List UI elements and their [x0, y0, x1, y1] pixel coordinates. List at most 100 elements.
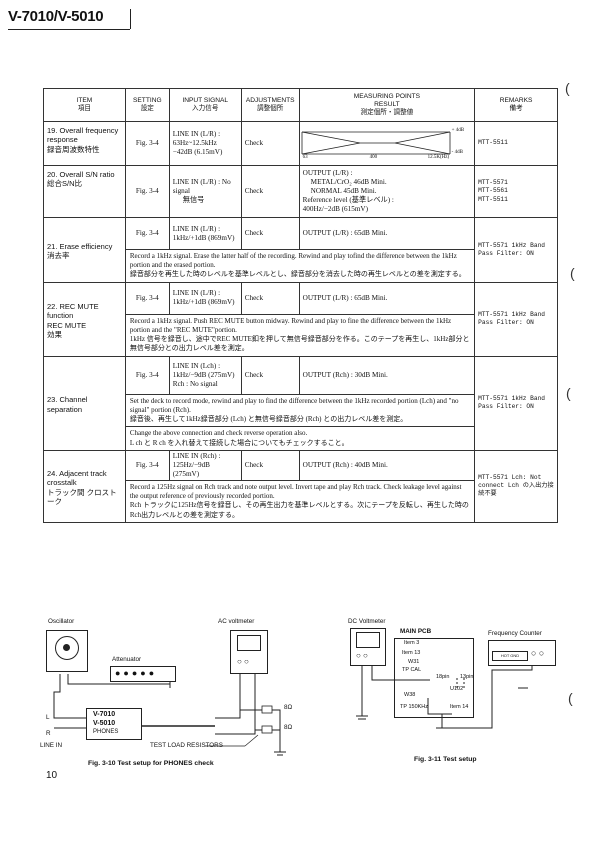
item-cell: 23. Channel separation: [43, 355, 126, 451]
u102-label: U102: [450, 686, 464, 692]
adjust-cell: Check: [240, 165, 300, 218]
title-bar: [130, 9, 131, 29]
ac-voltmeter-label: AC voltmeter: [218, 618, 255, 625]
remarks-cell: MTT-5511: [474, 121, 558, 166]
r-label: R: [46, 730, 51, 737]
attenuator-knobs-icon: ●●●●●: [115, 668, 158, 678]
adjust-cell: Check: [240, 281, 300, 315]
input-cell: LINE IN (L/R) : 1kHz/+1dB (869mV): [168, 281, 242, 315]
item3-label: Item 3: [404, 640, 420, 646]
deck-model-1: V-7010: [93, 711, 116, 718]
input-cell: LINE IN (L/R) : 63Hz~12.5kHz −42dB (6.15…: [168, 121, 242, 166]
margin-mark: (: [570, 265, 575, 281]
pin13-label: 13pin: [460, 674, 474, 680]
measure-cell: OUTPUT (L/R) : METAL/CrO₂ 46dB Mini. NOR…: [298, 165, 476, 218]
page-number: 10: [46, 770, 58, 781]
graph-plus-label: + 4dB: [451, 127, 465, 133]
setting-cell: Fig. 3-4: [124, 165, 170, 218]
test-load-label: TEST LOAD RESISTORS: [150, 742, 223, 749]
description-cell: Record a 125Hz signal on Rch track and n…: [124, 479, 476, 523]
oscillator-label: Oscillator: [48, 618, 75, 625]
oscillator-box: [46, 630, 88, 672]
setting-cell: Fig. 3-4: [124, 355, 170, 395]
remarks-cell: MTT-5571 1kHz Band Pass Filter: ON: [474, 217, 558, 283]
input-cell: LINE IN (L/R) : 1kHz/+1dB (869mV): [168, 217, 242, 250]
frequency-response-graph: + 4dB - 4dB 63 400 12.5K(Hz): [300, 126, 474, 162]
deck-model-2: V-5010: [93, 720, 116, 727]
table-row-desc: Record a 125Hz signal on Rch track and n…: [44, 479, 558, 523]
phones-label: PHONES: [93, 729, 119, 735]
line-in-label: LINE IN: [40, 742, 63, 749]
setting-cell: Fig. 3-4: [124, 121, 170, 166]
pin18-label: 18pin: [436, 674, 450, 680]
margin-mark: (: [566, 385, 571, 401]
counter-terminals-icon: ○ ○: [531, 648, 545, 658]
meter-face-icon: [237, 635, 261, 651]
graph-x-tick: 12.5K(Hz): [427, 154, 450, 160]
remarks-cell: MTT-5571 1kHz Band Pass Filter: ON: [474, 281, 558, 357]
frequency-counter-box: HOT GND ○ ○: [488, 640, 556, 666]
item13-label: Item 13: [402, 650, 421, 656]
graph-x-tick: 63: [302, 154, 308, 160]
oscillator-knob-icon: [63, 644, 70, 651]
measure-cell: + 4dB - 4dB 63 400 12.5K(Hz): [298, 121, 476, 166]
frequency-counter-label: Frequency Counter: [488, 630, 542, 637]
deck-box: V-7010 V-5010 PHONES: [86, 708, 142, 740]
setting-cell: Fig. 3-4: [124, 281, 170, 315]
fig-3-11-diagram: DC Voltmeter ○ ○ MAIN PCB Item 3 Item 13…: [342, 618, 557, 758]
attenuator-box: ●●●●●: [110, 666, 176, 682]
measure-cell: OUTPUT (L/R) : 65dB Mini.: [298, 281, 476, 315]
attenuator-label: Attenuator: [112, 656, 142, 663]
description-cell: Record a 1kHz signal. Push REC MUTE butt…: [124, 313, 476, 357]
table-row-desc: Record a 1kHz signal. Erase the latter h…: [44, 249, 558, 283]
hot-gnd-terminal: HOT GND: [492, 651, 528, 661]
meter-terminals-icon: ○ ○: [237, 657, 249, 666]
adjust-cell: Check: [240, 355, 300, 395]
tp150-label: TP 150KHz: [400, 704, 429, 710]
remarks-cell: MTT-5571 1kHz Band Pass Filter: ON: [474, 355, 558, 451]
table-row-desc: Change the above connection and check re…: [44, 426, 558, 451]
table-row: 23. Channel separation Fig. 3-4 LINE IN …: [43, 355, 558, 451]
setting-cell: Fig. 3-4: [124, 217, 170, 250]
meter-face-icon: [356, 632, 380, 648]
table-row-desc: Set the deck to record mode, rewind and …: [44, 393, 558, 428]
margin-mark: (: [568, 690, 573, 706]
fig-3-10-caption: Fig. 3-10 Test setup for PHONES check: [88, 760, 214, 767]
dc-voltmeter-label: DC Voltmeter: [348, 618, 386, 625]
main-pcb-box: [394, 638, 474, 718]
adjust-cell: Check: [240, 449, 300, 481]
tp-cal-label: TP CAL: [402, 667, 422, 673]
main-pcb-label: MAIN PCB: [400, 628, 432, 635]
description-cell: Set the deck to record mode, rewind and …: [124, 393, 476, 428]
meter-terminals-icon: ○ ○: [356, 651, 368, 660]
resistor-label-1: 8Ω: [284, 704, 293, 711]
graph-x-tick: 400: [369, 154, 378, 160]
dc-voltmeter-box: ○ ○: [350, 628, 386, 666]
adjust-cell: Check: [240, 217, 300, 250]
input-cell: LINE IN (Rch) : 125Hz/−9dB (275mV): [168, 449, 242, 481]
ac-voltmeter-box: ○ ○: [230, 630, 268, 674]
w31-label: W31: [408, 659, 420, 665]
oscillator-dial-icon: [55, 636, 79, 660]
measure-cell: OUTPUT (Rch) : 30dB Mini.: [298, 355, 476, 395]
description-cell: Record a 1kHz signal. Erase the latter h…: [124, 249, 476, 283]
l-label: L: [46, 714, 50, 721]
fig-3-10-wiring: [53, 672, 286, 756]
fig-3-10-diagram: Oscillator Attenuator ●●●●● AC voltmeter…: [40, 618, 330, 768]
page-model-title: V-7010/V-5010: [8, 8, 104, 25]
